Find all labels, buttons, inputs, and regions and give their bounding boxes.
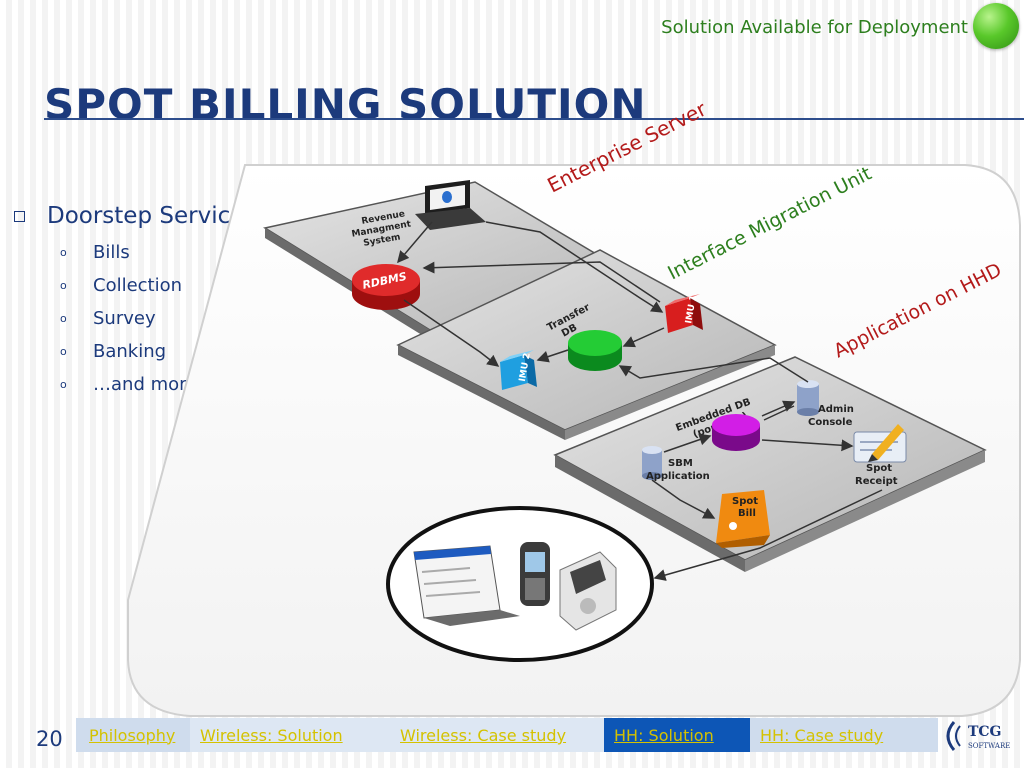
title-divider [44,118,1024,120]
circle-bullet-icon: o [60,345,67,358]
imu1-cube-icon: IMU 1 [665,294,703,333]
company-logo: TCG SOFTWARE [946,721,1010,751]
admin-console-cylinder-icon [797,380,819,416]
admin-console-label: Admin Console [808,404,857,428]
sub-bullet-item: o Collection [60,269,256,302]
spot-receipt-label: Spot Receipt [855,463,898,487]
sub-bullet-item: o …and more [60,368,256,401]
circle-bullet-icon: o [60,378,67,391]
transfer-db-cylinder-icon [568,330,622,371]
sub-bullet-label: Banking [93,341,167,362]
mobile-printer-icon [559,551,617,631]
nav-link-hh-case-study[interactable]: HH: Case study [760,725,884,745]
diagram-card [127,164,1021,717]
nav-link-wireless-case-study[interactable]: Wireless: Case study [390,718,604,752]
hhd-plane-edge [745,450,985,572]
nav-link-hh-solution[interactable]: HH: Solution [604,718,750,752]
rdbms-cylinder-icon: RDBMS [352,264,420,310]
bullet-main-label: Doorstep Services [47,203,257,229]
laptop-icon [415,180,486,230]
connector-imu1-rdbms [422,261,661,303]
slide-title: SPOT BILLING SOLUTION [44,80,647,129]
handheld-device-icon [520,542,550,606]
sbm-application-cylinder-icon [642,446,662,480]
page-number: 20 [36,727,63,751]
imu-plane-edge [565,345,775,440]
connector-hhd-imu [618,357,809,383]
hhd-plane-edge [555,455,745,572]
bullet-main-item: Doorstep Services [14,203,256,229]
status-indicator-icon [973,3,1019,49]
connector-embedded-admin [761,400,796,417]
connector-admin-embedded [763,405,795,421]
sub-bullet-item: o Bills [60,236,256,269]
spot-bill-icon [716,490,770,548]
desktop-window-icon [413,545,520,626]
circle-bullet-icon: o [60,312,67,325]
sub-bullet-label: Collection [93,275,183,296]
connector-sbm-bill [651,479,716,519]
imu2-cube-icon: IMU 2 [500,350,537,390]
nav-link-philosophy[interactable]: Philosophy [89,725,176,745]
imu2-label: IMU 2 [518,352,533,382]
logo-sub-text: SOFTWARE [968,742,1010,750]
connector-rdbms-imu2 [403,299,500,367]
sbm-application-label: SBM Application [646,458,710,482]
deployment-status-text: Solution Available for Deployment [661,17,968,38]
circle-bullet-icon: o [60,279,67,292]
enterprise-plane-edge [265,228,430,340]
imu1-label: IMU 1 [684,294,699,324]
nav-link-wireless-solution[interactable]: Wireless: Solution [190,718,390,752]
connector-laptop-rdbms [397,221,433,264]
sub-bullet-label: Bills [93,242,130,263]
square-bullet-icon [14,210,25,222]
connector-transferdb-imu2 [536,349,569,363]
connector-embedded-receipt [761,439,854,452]
sub-bullet-item: o Banking [60,335,256,368]
connector-receipt-device [653,489,883,581]
connector-sbm-embedded [663,433,712,453]
sub-bullet-item: o Survey [60,302,256,335]
connector-imu1-transferdb [622,327,665,348]
imu-plane-edge [398,345,565,440]
sub-bullet-label: Survey [93,308,156,329]
connector-rdbms-imu1 [485,221,664,313]
spot-receipt-icon [853,424,907,463]
embedded-db-cylinder-icon [712,414,760,451]
spot-bill-label: Spot Bill [732,496,762,519]
circle-bullet-icon: o [60,246,67,259]
logo-main-text: TCG [968,724,1002,740]
sub-bullet-label: …and more [93,374,198,395]
